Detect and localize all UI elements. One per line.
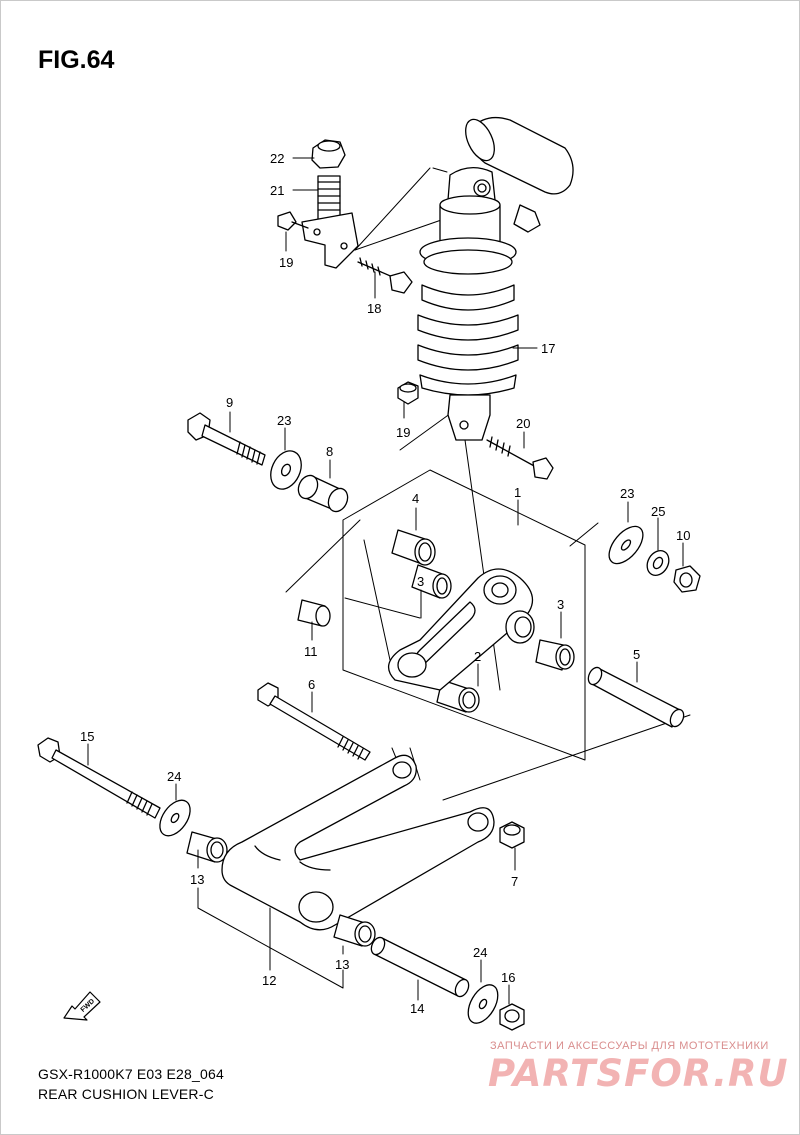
- part-11-collar: [297, 599, 331, 627]
- part-8-collar: [297, 474, 349, 513]
- callout-5: 5: [633, 647, 640, 662]
- callout-17: 17: [541, 341, 555, 356]
- part-12-cushion-rod: [221, 754, 495, 931]
- watermark-tagline: ЗАПЧАСТИ И АКСЕССУАРЫ ДЛЯ МОТОТЕХНИКИ: [490, 1040, 769, 1052]
- part-4-needle-bearing: [391, 529, 436, 566]
- part-24-washer-left: [159, 799, 191, 837]
- callout-1: 1: [514, 485, 521, 500]
- part-23-washer-right: [608, 525, 644, 565]
- rear-shock-absorber: [417, 116, 574, 441]
- assembly-frame-lines: [285, 167, 691, 801]
- part-22-nut: [311, 139, 346, 169]
- callout-20: 20: [516, 416, 530, 431]
- watermark-logo: PARTSFOR.RU: [488, 1052, 789, 1095]
- part-18-bolt: [357, 257, 413, 294]
- figure-title: FIG.64: [38, 46, 115, 74]
- model-code: GSX-R1000K7 E03 E28_064: [38, 1066, 224, 1082]
- part-3-needle-bearing-upper: [411, 564, 452, 599]
- part-13-bearing-right: [333, 914, 376, 947]
- callout-23: 23: [277, 413, 291, 428]
- part-20-bolt: [486, 436, 554, 480]
- callout-3: 3: [557, 597, 564, 612]
- part-19-nut-lower: [397, 381, 419, 405]
- callout-13: 13: [190, 872, 204, 887]
- part-5-collar: [587, 666, 685, 728]
- callout-23: 23: [620, 486, 634, 501]
- part-10-nut: [673, 565, 701, 593]
- part-16-nut: [499, 1003, 525, 1031]
- callout-4: 4: [412, 491, 419, 506]
- figure-caption: REAR CUSHION LEVER-C: [38, 1086, 214, 1102]
- callout-14: 14: [410, 1001, 424, 1016]
- part-6-bolt: [257, 682, 371, 761]
- part-9-bolt: [187, 412, 266, 466]
- callout-16: 16: [501, 970, 515, 985]
- callout-24: 24: [473, 945, 487, 960]
- part-25-washer: [646, 550, 670, 576]
- part-19-bolt-top: [277, 211, 309, 231]
- callout-19: 19: [396, 425, 410, 440]
- fwd-arrow-icon: FWD: [63, 991, 101, 1021]
- leader-lines: [87, 157, 684, 1005]
- callout-15: 15: [80, 729, 94, 744]
- callout-13: 13: [335, 957, 349, 972]
- callout-7: 7: [511, 874, 518, 889]
- part-1-cushion-lever: [388, 568, 535, 691]
- callout-10: 10: [676, 528, 690, 543]
- callout-2: 2: [474, 649, 481, 664]
- part-15-bolt: [37, 737, 161, 819]
- callout-labels: 22 21 19 18 17 9 23 8 4 1 23 25 10 19 20…: [80, 151, 690, 1016]
- callout-25: 25: [651, 504, 665, 519]
- callout-12: 12: [262, 973, 276, 988]
- part-7-nut: [499, 821, 525, 849]
- callout-21: 21: [270, 183, 284, 198]
- part-13-bearing-left: [186, 831, 228, 863]
- callout-18: 18: [367, 301, 381, 316]
- callout-3: 3: [417, 574, 424, 589]
- callout-11: 11: [304, 644, 318, 659]
- callout-6: 6: [308, 677, 315, 692]
- part-14-collar: [370, 936, 470, 998]
- callout-24: 24: [167, 769, 181, 784]
- callout-8: 8: [326, 444, 333, 459]
- part-21-stud-bracket: [301, 175, 359, 269]
- callout-9: 9: [226, 395, 233, 410]
- part-24-washer-right: [467, 984, 499, 1024]
- callout-22: 22: [270, 151, 284, 166]
- part-3-needle-bearing-right: [535, 639, 575, 671]
- part-23-washer-left: [270, 450, 302, 490]
- callout-19: 19: [279, 255, 293, 270]
- part-2-needle-bearing: [436, 679, 480, 713]
